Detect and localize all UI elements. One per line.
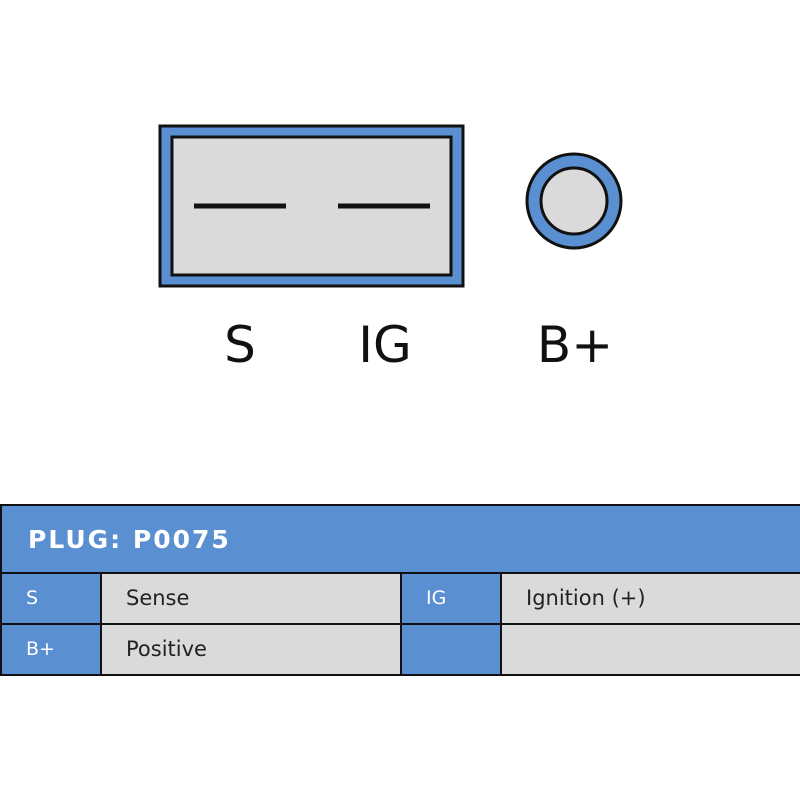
- legend-desc-cell: Ignition (+): [502, 574, 800, 623]
- legend-desc-cell: Positive: [102, 625, 402, 674]
- legend-row: B+ Positive: [2, 625, 800, 674]
- legend-row: S Sense IG Ignition (+): [2, 574, 800, 625]
- legend-code-cell: [402, 625, 502, 674]
- legend-desc-cell: Sense: [102, 574, 402, 623]
- legend-code-cell: S: [2, 574, 102, 623]
- pin-label-ig: IG: [358, 316, 412, 374]
- legend-desc-cell: [502, 625, 800, 674]
- bplus-stud-inner: [539, 166, 609, 236]
- pin-label-bplus: B+: [536, 316, 614, 374]
- legend-title: PLUG: P0075: [2, 506, 800, 574]
- connector-diagram: [158, 124, 623, 288]
- legend-code-cell: B+: [2, 625, 102, 674]
- pinout-legend-table: PLUG: P0075 S Sense IG Ignition (+) B+ P…: [0, 504, 800, 676]
- legend-code-cell: IG: [402, 574, 502, 623]
- pin-label-s: S: [224, 316, 256, 374]
